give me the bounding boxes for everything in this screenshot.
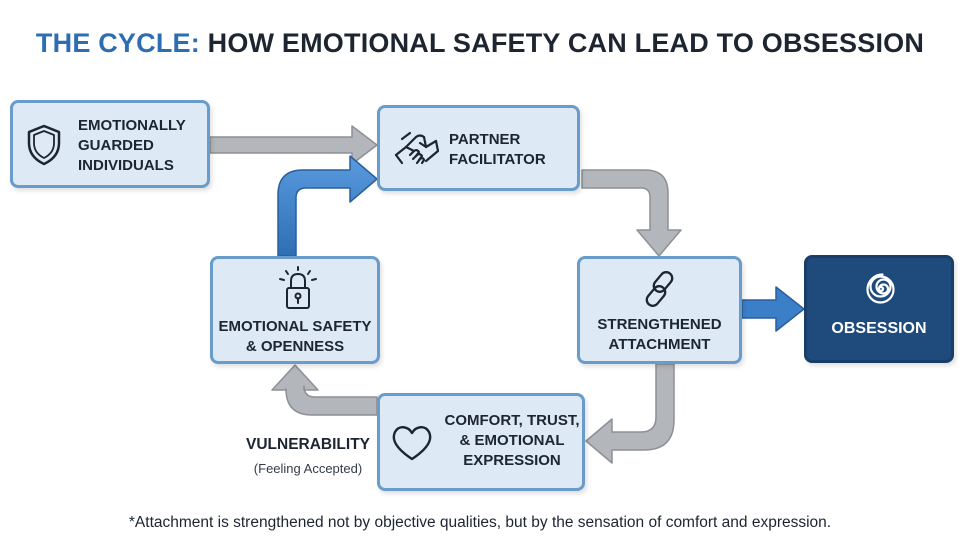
padlock-icon [278, 266, 318, 318]
arrow-attachment-to-obsession [741, 286, 805, 332]
spiral-icon [861, 269, 901, 315]
arrow-partner-to-attachment [581, 169, 682, 257]
title-accent: THE CYCLE: [35, 28, 200, 58]
node-label: PARTNER FACILITATOR [449, 131, 546, 168]
edge-label-feeling-accepted: (Feeling Accepted) [253, 461, 363, 476]
arrow-comfort-to-safety [271, 364, 378, 416]
node-strengthened-attachment: STRENGTHENED ATTACHMENT [577, 256, 742, 364]
node-label: EMOTIONAL SAFETY & OPENNESS [218, 318, 372, 355]
arrow-guarded-to-partner [209, 125, 378, 165]
footnote: *Attachment is strengthened not by objec… [128, 514, 832, 531]
node-partner-facilitator: PARTNER FACILITATOR [377, 105, 580, 191]
page-title: THE CYCLE: HOW EMOTIONAL SAFETY CAN LEAD… [0, 28, 960, 59]
heart-icon [390, 424, 434, 468]
handshake-icon [392, 125, 440, 177]
edge-label-vulnerability: VULNERABILITY [246, 436, 370, 453]
node-label: COMFORT, TRUST, & EMOTIONAL EXPRESSION [444, 412, 580, 469]
shield-icon [26, 123, 62, 173]
node-label: STRENGTHENED ATTACHMENT [597, 316, 722, 353]
node-emotionally-guarded: EMOTIONALLY GUARDED INDIVIDUALS [10, 100, 210, 188]
node-label: OBSESSION [831, 320, 927, 337]
arrow-safety-to-partner [277, 155, 378, 257]
chain-link-icon [640, 269, 680, 315]
node-label: EMOTIONALLY GUARDED INDIVIDUALS [78, 117, 186, 174]
title-rest: HOW EMOTIONAL SAFETY CAN LEAD TO OBSESSI… [199, 28, 925, 58]
arrow-attachment-to-comfort [585, 363, 675, 464]
node-comfort-trust: COMFORT, TRUST, & EMOTIONAL EXPRESSION [377, 393, 585, 491]
node-obsession: OBSESSION [804, 255, 954, 363]
node-emotional-safety: EMOTIONAL SAFETY & OPENNESS [210, 256, 380, 364]
